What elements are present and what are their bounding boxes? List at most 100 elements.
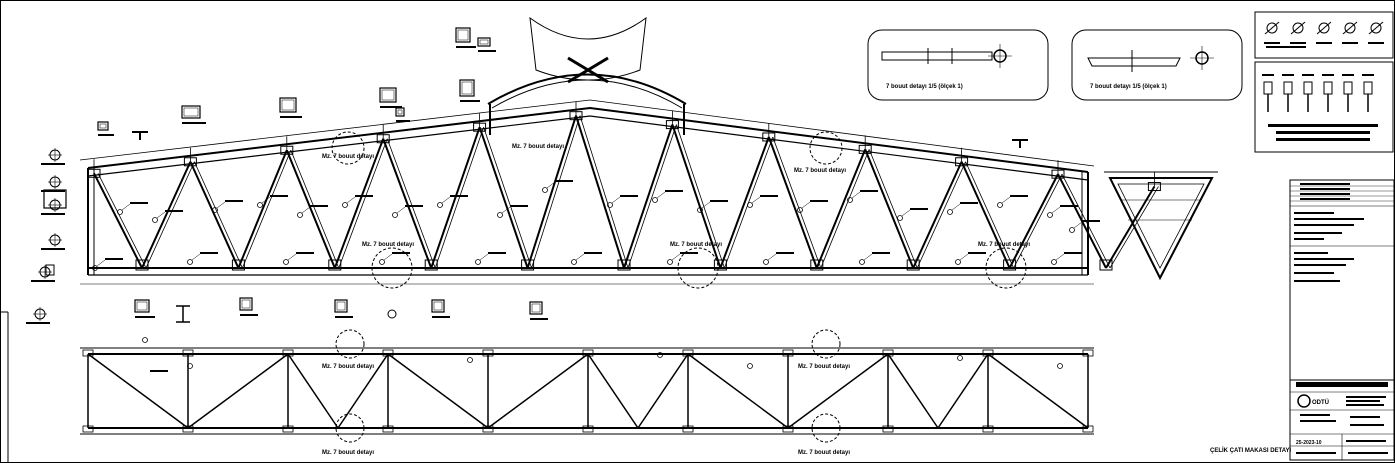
member-text-bar — [760, 195, 778, 197]
detail-label: Mz. 7 bouut detayı — [362, 242, 414, 248]
web-diagonal — [1008, 173, 1059, 269]
leader-line — [701, 201, 711, 209]
section-text-bar — [432, 316, 450, 318]
member-tag — [392, 212, 398, 218]
bolt-head — [1283, 81, 1293, 95]
leader-line — [951, 203, 961, 211]
member-tag — [152, 217, 158, 223]
detail-label: Mz. 7 bouut detayı — [322, 364, 374, 370]
detail-bubble — [811, 329, 841, 359]
table-text-bar — [1300, 420, 1336, 422]
member-tag — [187, 259, 193, 265]
tee-section — [176, 305, 190, 323]
weld-symbol — [1292, 22, 1304, 34]
member-tag — [1051, 259, 1057, 265]
member-tag — [947, 209, 953, 215]
leader-line — [851, 191, 861, 199]
cupola-arch-inner — [491, 79, 683, 109]
detail-label: Mz. 7 bouut detayı — [978, 242, 1030, 248]
section-text-bar — [530, 318, 548, 320]
section-detail-inner — [433, 301, 443, 311]
top-chord-inner — [87, 115, 1089, 181]
weld-symbol-line — [1316, 21, 1332, 35]
detail-bubble — [335, 413, 365, 443]
section-box — [45, 264, 55, 276]
member-text-bar — [968, 252, 986, 254]
sheet-caption: ÇELİK ÇATI MAKASI DETAYI — [1210, 447, 1292, 454]
table-text-bar — [1348, 452, 1388, 454]
section-text-bar — [280, 116, 302, 118]
section-text-bar — [240, 314, 258, 316]
leader-line — [1051, 206, 1061, 214]
member-tag — [997, 202, 1003, 208]
gusset-plate — [1003, 259, 1017, 271]
section-detail-inner — [381, 89, 395, 101]
weld-symbol — [1266, 22, 1278, 34]
legend-text-bar — [1262, 74, 1274, 76]
legend-text-bar — [1342, 42, 1358, 44]
member-text-bar — [130, 202, 148, 204]
detail-caption: 7 bouut detayı 1/5 (ölçek 1) — [1090, 84, 1167, 90]
plan-node — [882, 425, 894, 433]
section-text-bar — [335, 316, 353, 318]
plan-node — [282, 349, 294, 357]
plan-node — [1082, 349, 1094, 357]
member-text-bar — [776, 252, 794, 254]
web-diagonal — [478, 126, 529, 269]
gusset-plate — [617, 259, 631, 271]
web-diagonal-inner — [386, 138, 436, 269]
plan-node — [382, 349, 394, 357]
web-diagonal — [237, 149, 288, 269]
section-detail — [97, 121, 109, 131]
detail-label: Mz. 7 bouut detayı — [798, 364, 850, 370]
detail-bubble — [985, 247, 1027, 289]
table-text-bar — [1294, 218, 1364, 220]
section-detail-inner — [136, 301, 148, 311]
legend-text-bar — [1322, 74, 1334, 76]
web-diagonal — [526, 115, 577, 269]
member-tag — [607, 202, 613, 208]
plan-node — [1082, 425, 1094, 433]
leader-line — [767, 253, 777, 261]
section-text-bar — [182, 122, 206, 124]
section-detail-inner — [461, 81, 473, 95]
plan-diagonal — [637, 353, 689, 429]
plan-diagonal — [887, 353, 939, 429]
plan-diagonal — [387, 353, 489, 429]
detail-label: Mz. 7 bouut detayı — [794, 168, 846, 174]
plan-node — [282, 425, 294, 433]
member-text-bar — [872, 252, 890, 254]
legend-text-bar — [1290, 42, 1306, 44]
connection-detail-1: 7 bouut detayı 1/5 (ölçek 1) — [867, 29, 1049, 101]
truss-elevation: Mz. 7 bouut detayı Mz. 7 bouut detayı Mz… — [79, 16, 1161, 289]
section-markers — [26, 148, 67, 324]
leader-line — [1001, 196, 1011, 204]
plan-node — [582, 425, 594, 433]
section-text-bar — [41, 190, 65, 192]
leader-line — [959, 253, 969, 261]
leader-line — [287, 253, 297, 261]
member-tag — [297, 212, 303, 218]
plan-node — [682, 425, 694, 433]
member-text-bar — [150, 370, 168, 372]
table-text-bar — [1310, 280, 1340, 282]
university-logo — [1297, 394, 1311, 408]
plan-node — [182, 349, 194, 357]
table-text-bar — [1296, 452, 1336, 454]
plan-node — [982, 349, 994, 357]
member-tag — [92, 265, 98, 271]
section-detail — [134, 299, 150, 313]
leader-line — [611, 196, 621, 204]
title-block: ODTÜ 25-2023-10 — [1289, 179, 1395, 461]
web-diagonal-inner — [97, 173, 147, 269]
plan-node — [382, 425, 394, 433]
section-detail-inner — [397, 109, 403, 115]
member-text-bar — [392, 252, 410, 254]
vent-flap — [529, 16, 647, 81]
section-detail — [334, 299, 348, 313]
node-callouts — [92, 180, 1100, 271]
web-diagonal-inner — [145, 161, 195, 269]
logo-text: ODTÜ — [1312, 399, 1329, 406]
